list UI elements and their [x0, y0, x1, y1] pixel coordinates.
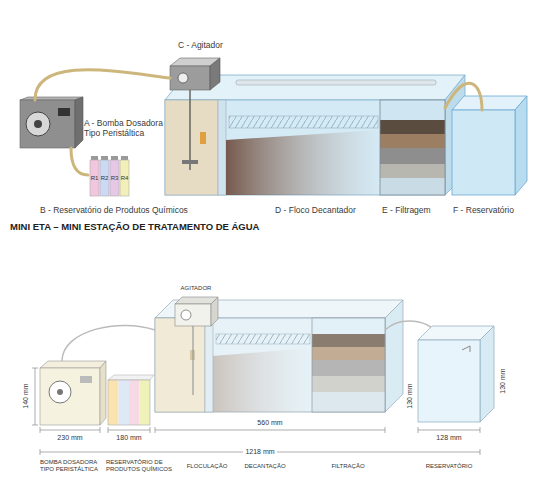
bottle-label: R3	[111, 175, 119, 182]
stage-label: FLOCULAÇÃO	[187, 463, 228, 470]
component-region: D - Floco Decantador	[226, 100, 380, 195]
component-region: A - Bomba Dosadora Tipo Peristáltica	[20, 100, 83, 148]
component-region: E - Filtragem	[380, 100, 445, 195]
stage-label: RESERVATÓRIO	[426, 463, 473, 470]
dimension-label: 180 mm	[116, 434, 141, 442]
bottle-label: R1	[91, 175, 99, 182]
dimension-label: 140 mm	[22, 383, 30, 408]
tube-connector	[35, 70, 170, 100]
stage-label: FILTRAÇÃO	[331, 463, 364, 470]
component-region: C - Agitador	[170, 58, 220, 90]
dimension-label: 560 mm	[257, 419, 282, 427]
dimension-label: 130 mm	[406, 383, 414, 408]
bottle-label: R4	[121, 175, 129, 182]
part-label: D - Floco Decantador	[275, 205, 356, 215]
part-label: E - Filtragem	[382, 205, 431, 215]
component-region: F - Reservatório	[452, 110, 515, 195]
diagram-title: MINI ETA – MINI ESTAÇÃO DE TRATAMENTO DE…	[10, 221, 259, 232]
dimension-label: 1218 mm	[243, 448, 276, 456]
tube-connector	[71, 148, 88, 175]
dimension-label: 130 mm	[499, 368, 507, 393]
bottle-label: R2	[101, 175, 109, 182]
dimension-label: 128 mm	[436, 434, 461, 442]
part-label: AGITADOR	[181, 285, 212, 292]
stage-label: DECANTAÇÃO	[244, 463, 285, 470]
part-label: A - Bomba Dosadora Tipo Peristáltica	[84, 118, 164, 138]
part-label: C - Agitador	[178, 40, 223, 50]
tube-connector	[445, 83, 482, 110]
stage-label: RESERVATÓRIO DE PRODUTOS QUÍMICOS	[106, 459, 182, 473]
stage-label: BOMBA DOSADORA TIPO PERISTÁLTICA	[40, 459, 102, 473]
part-label: B - Reservatório de Produtos Químicos	[40, 205, 188, 215]
part-label: F - Reservatório	[453, 205, 514, 215]
dimension-label: 230 mm	[57, 434, 82, 442]
